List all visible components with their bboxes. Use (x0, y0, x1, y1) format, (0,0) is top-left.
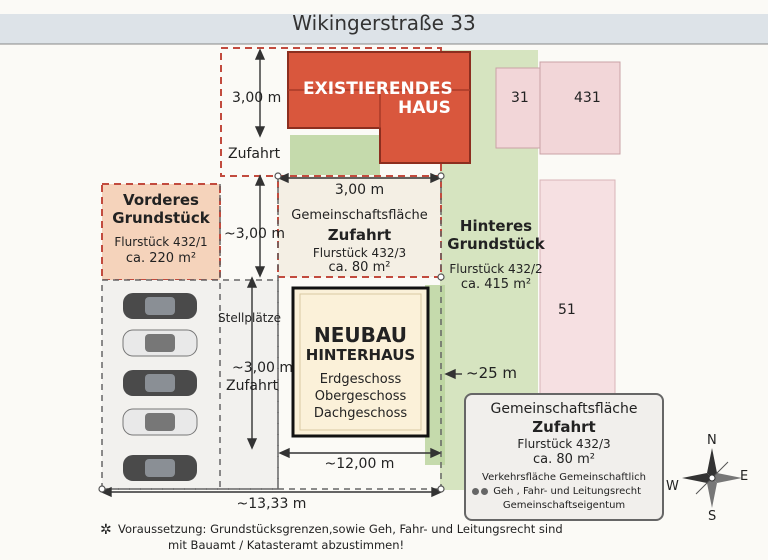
callout-note-3: Gemeinschaftseigentum (502, 500, 626, 511)
green-patch-top (290, 135, 380, 175)
callout-note-2: Geh , Fahr- und Leitungsrecht (493, 486, 642, 497)
callout-parcel: Flurstück 432/3 (517, 437, 611, 451)
parked-car-4 (122, 408, 198, 436)
building-width-dim: ~12,00 m (324, 456, 395, 472)
dot-icon (481, 487, 488, 495)
compass-e: E (740, 469, 749, 484)
parked-car-1 (123, 293, 197, 319)
new-building-floor-2: Obergeschoss (314, 389, 407, 404)
parked-car-2 (122, 329, 198, 357)
footnote-line-2: mit Bauamt / Katasteramt abzustimmen! (168, 538, 405, 552)
footnote-line-1: Voraussetzung: Grundstücksgrenzen,sowie … (118, 522, 563, 536)
parking-label: Stellplätze (218, 311, 282, 325)
rear-plot-title-1: Hinteres (459, 217, 533, 235)
neighbor-parcel-31 (495, 67, 541, 149)
callout-subtitle: Zufahrt (532, 418, 596, 436)
front-plot-title-2: Grundstück (112, 209, 210, 227)
dot-icon (472, 487, 479, 495)
parked-car-5 (123, 455, 197, 481)
compass-s: S (708, 509, 717, 524)
shared-height-dim: ~3,00 m (224, 226, 285, 242)
new-building-title-2: HINTERHAUS (305, 346, 416, 364)
rear-plot-title-2: Grundstück (447, 235, 545, 253)
new-building-floor-1: Erdgeschoss (319, 372, 402, 387)
total-width-dim: ~13,33 m (236, 496, 307, 512)
compass-n: N (707, 433, 717, 448)
existing-house-roof (287, 51, 471, 164)
shared-area-parcel: Flurstück 432/3 (312, 246, 407, 260)
callout-title: Gemeinschaftsfläche (490, 401, 638, 417)
parking-dim: ~3,00 m (232, 360, 293, 376)
street-name: Wikingerstraße 33 (292, 11, 476, 35)
parking-access-label: Zufahrt (226, 378, 279, 394)
rear-plot-area: ca. 415 m² (460, 277, 532, 292)
front-plot-parcel: Flurstück 432/1 (114, 235, 208, 249)
neighbor-431-label: 431 (574, 90, 601, 106)
front-plot-area: ca. 220 m² (125, 251, 197, 266)
shared-width-dim: 3,00 m (334, 182, 385, 198)
parked-car-3 (123, 370, 197, 396)
rear-plot-parcel: Flurstück 432/2 (449, 262, 543, 276)
shared-area-title: Gemeinschaftsfläche (291, 208, 428, 223)
shared-area-callout: Gemeinschaftsfläche Zufahrt Flurstück 43… (464, 393, 664, 521)
front-access-label: Zufahrt (228, 146, 281, 162)
new-building-outline (291, 286, 430, 438)
callout-note-2-row: Geh , Fahr- und Leitungsrecht (472, 486, 641, 498)
neighbor-31-label: 31 (511, 90, 529, 106)
new-building-floor-3: Dachgeschoss (313, 406, 408, 421)
front-plot-title-1: Vorderes (123, 191, 199, 209)
existing-house-label-1: EXISTIERENDES (303, 79, 453, 99)
front-access-dim: 3,00 m (232, 90, 282, 106)
neighbor-51-label: 51 (558, 302, 576, 318)
side-dim: ~25 m (466, 364, 518, 382)
footnote-symbol: ✲ (100, 522, 112, 538)
callout-area: ca. 80 m² (533, 452, 595, 467)
front-plot-area (101, 183, 221, 281)
neighbor-parcel-431 (539, 61, 621, 155)
street-band (0, 14, 768, 44)
new-building-title-1: NEUBAU (314, 323, 407, 347)
shared-area-size: ca. 80 m² (328, 260, 391, 275)
shared-area-subtitle: Zufahrt (327, 226, 392, 244)
existing-house-label-2: HAUS (398, 98, 451, 118)
callout-note-1: Verkehrsfläche Gemeinschaftlich (482, 472, 646, 483)
shared-area-outline (277, 175, 442, 278)
compass-rose (682, 448, 742, 508)
green-patch-right (425, 285, 445, 465)
compass-w: W (666, 479, 679, 494)
